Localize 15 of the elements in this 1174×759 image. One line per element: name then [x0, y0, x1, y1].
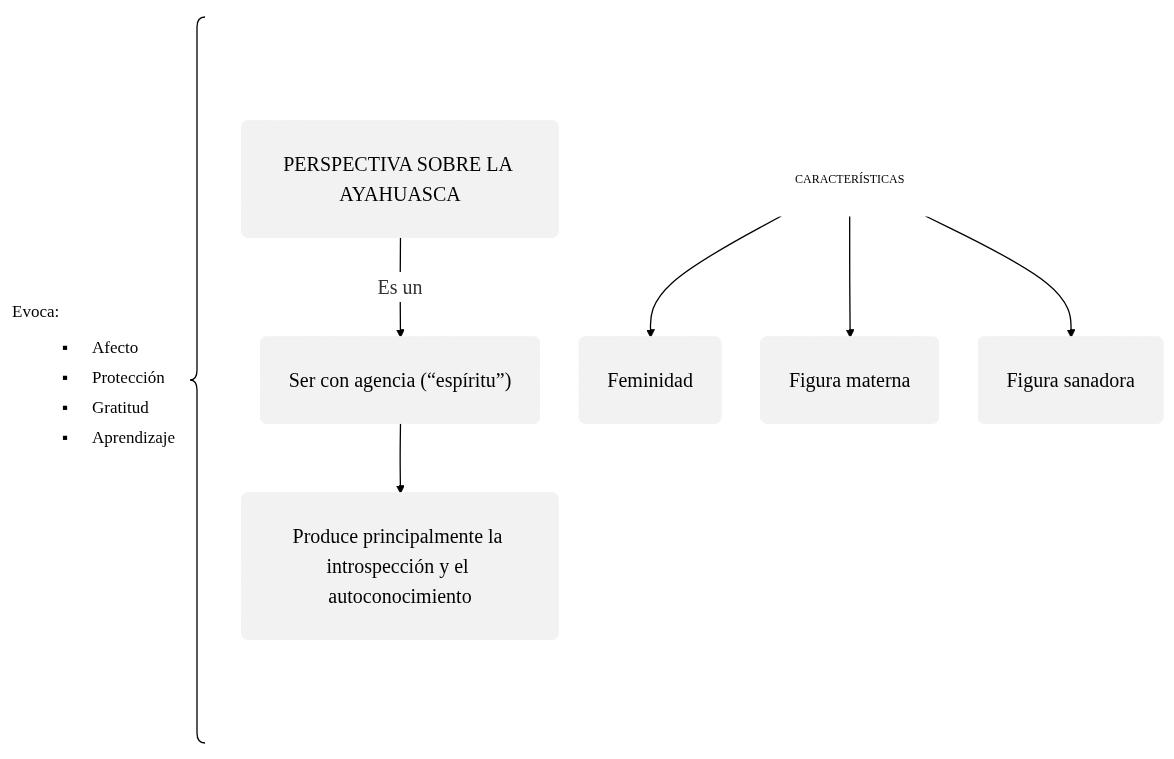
list-item: Gratitud: [92, 397, 149, 417]
node-text: CARACTERÍSTICAS: [794, 171, 904, 186]
arrow: [924, 214, 1076, 338]
arrow: [645, 214, 782, 338]
list-item: Protección: [92, 367, 165, 387]
bullet-marker: ▪: [62, 427, 70, 448]
list-item: Aprendizaje: [92, 427, 176, 447]
list-heading: Evoca:: [12, 301, 61, 322]
bullet-marker: ▪: [62, 367, 70, 388]
arrow: [395, 422, 405, 494]
arrow: [845, 214, 855, 338]
bullet-marker: ▪: [62, 337, 70, 358]
edge-label: Es un: [377, 275, 423, 298]
bullet-marker: ▪: [62, 397, 70, 418]
list-item: Afecto: [92, 337, 139, 357]
